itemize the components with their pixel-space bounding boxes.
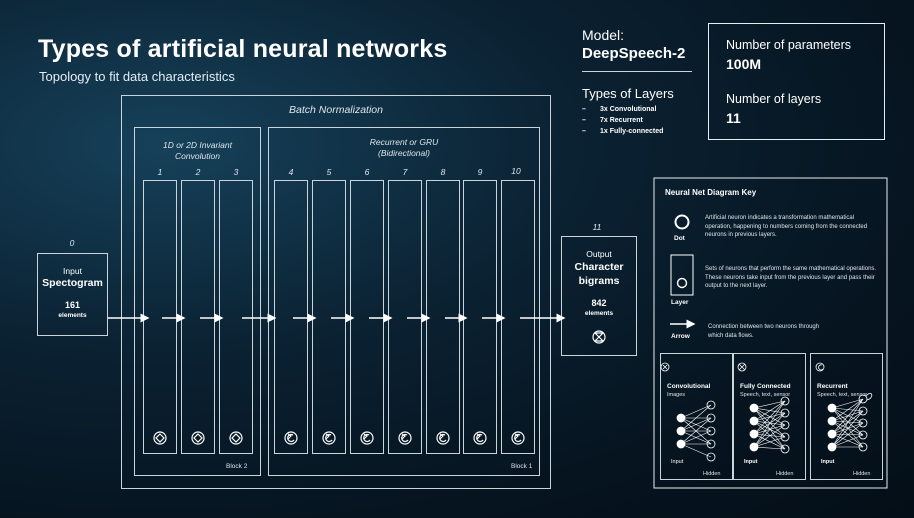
layer-key-icon (670, 254, 694, 296)
output-label: Output (586, 249, 612, 259)
layer-type-item: –7x Recurrent (582, 117, 643, 124)
conv-neuron-icon (229, 431, 243, 445)
recurrent-neuron-icon (511, 431, 525, 445)
layer-number: 9 (477, 167, 483, 177)
output-count: 842 (591, 298, 607, 308)
input-index: 0 (69, 238, 75, 248)
layer-number: 7 (402, 167, 408, 177)
recurrent-type-panel: Recurrent Speech, text, sensor Input Hid… (810, 353, 883, 480)
output-index: 11 (592, 222, 602, 232)
input-count: 161 (64, 300, 81, 310)
input-layer-label: Input (671, 459, 684, 465)
num-layers-label: Number of layers (726, 92, 822, 106)
type-title: Convolutional (667, 383, 711, 390)
fully-connected-network-icon (737, 362, 790, 454)
model-divider (582, 71, 692, 72)
batch-normalization-label: Batch Normalization (289, 104, 383, 116)
key-box (653, 177, 888, 489)
output-unit: elements (584, 310, 614, 317)
input-name: Spectogram (42, 277, 103, 289)
recurrent-neuron-icon (398, 431, 412, 445)
num-layers-value: 11 (726, 110, 741, 126)
recurrent-block (268, 127, 540, 476)
batch-normalization-box (121, 95, 551, 489)
layer-number: 1 (157, 167, 163, 177)
key-title: Neural Net Diagram Key (665, 188, 757, 197)
layer-number: 2 (195, 167, 201, 177)
hidden-layer-label: Hidden (703, 471, 721, 477)
arrow-key-label: Arrow (671, 333, 690, 340)
fully-connected-neuron-icon (592, 330, 606, 344)
layer-key-label: Layer (671, 299, 689, 306)
type-subtitle: Speech, text, sensor (817, 392, 868, 398)
layer-number: 10 (511, 166, 521, 176)
layer-number: 5 (326, 167, 332, 177)
layer-types-list: –3x Convolutional –7x Recurrent –1x Full… (582, 104, 663, 137)
layer-type-item: –3x Convolutional (582, 106, 657, 113)
dot-key-label: Dot (674, 235, 685, 242)
hidden-layer-label: Hidden (853, 471, 871, 477)
input-label: Input (63, 266, 82, 276)
layer-types-heading: Types of Layers (582, 86, 674, 101)
dot-key-description: Artificial neuron indicates a transforma… (705, 215, 868, 238)
model-label: Model: (582, 27, 625, 43)
arrow-key-description: Connection between two neurons through w… (708, 324, 820, 339)
model-stats-box (708, 23, 885, 140)
input-layer-label: Input (821, 459, 835, 465)
layer-type-item: –1x Fully-connected (582, 128, 664, 135)
model-name: DeepSpeech-2 (582, 45, 686, 62)
recurrent-neuron-icon (436, 431, 450, 445)
recurrent-neuron-icon (284, 431, 298, 445)
block-2-label: Block 2 (226, 463, 248, 470)
recurrent-neuron-icon (322, 431, 336, 445)
page-title: Types of artificial neural networks (38, 35, 448, 63)
block-1-label: Block 1 (511, 463, 533, 470)
fully-connected-type-panel: Fully Connected Speech, text, sensor Inp… (733, 353, 806, 480)
conv-neuron-icon (153, 431, 167, 445)
input-layer-label: Input (744, 459, 758, 465)
recurrent-group-label: Recurrent or GRU(Bidirectional) (369, 137, 439, 158)
params-label: Number of parameters (726, 38, 852, 52)
layer-number: 8 (440, 167, 446, 177)
params-value: 100M (726, 56, 762, 72)
dot-key-icon (674, 214, 690, 230)
recurrent-network-icon (815, 362, 873, 452)
recurrent-neuron-icon (473, 431, 487, 445)
hidden-layer-label: Hidden (776, 471, 794, 477)
conv-neuron-icon (191, 431, 205, 445)
type-subtitle: Speech, text, sensor (740, 392, 791, 398)
type-title: Fully Connected (740, 383, 791, 390)
page-subtitle: Topology to fit data characteristics (39, 69, 235, 84)
layer-key-description: Sets of neurons that perform the same ma… (705, 266, 877, 289)
layer-number: 3 (233, 167, 239, 177)
convolutional-network-icon (660, 362, 716, 462)
conv-block (134, 127, 261, 476)
type-title: Recurrent (817, 383, 848, 390)
type-subtitle: Images (667, 392, 686, 398)
recurrent-neuron-icon (360, 431, 374, 445)
input-box: Input Spectogram 161 elements (37, 253, 108, 336)
convolutional-type-panel: Convolutional Images Input Hidden (660, 353, 733, 480)
layer-number: 6 (364, 167, 370, 177)
input-unit: elements (58, 312, 87, 319)
layer-number: 4 (288, 167, 294, 177)
